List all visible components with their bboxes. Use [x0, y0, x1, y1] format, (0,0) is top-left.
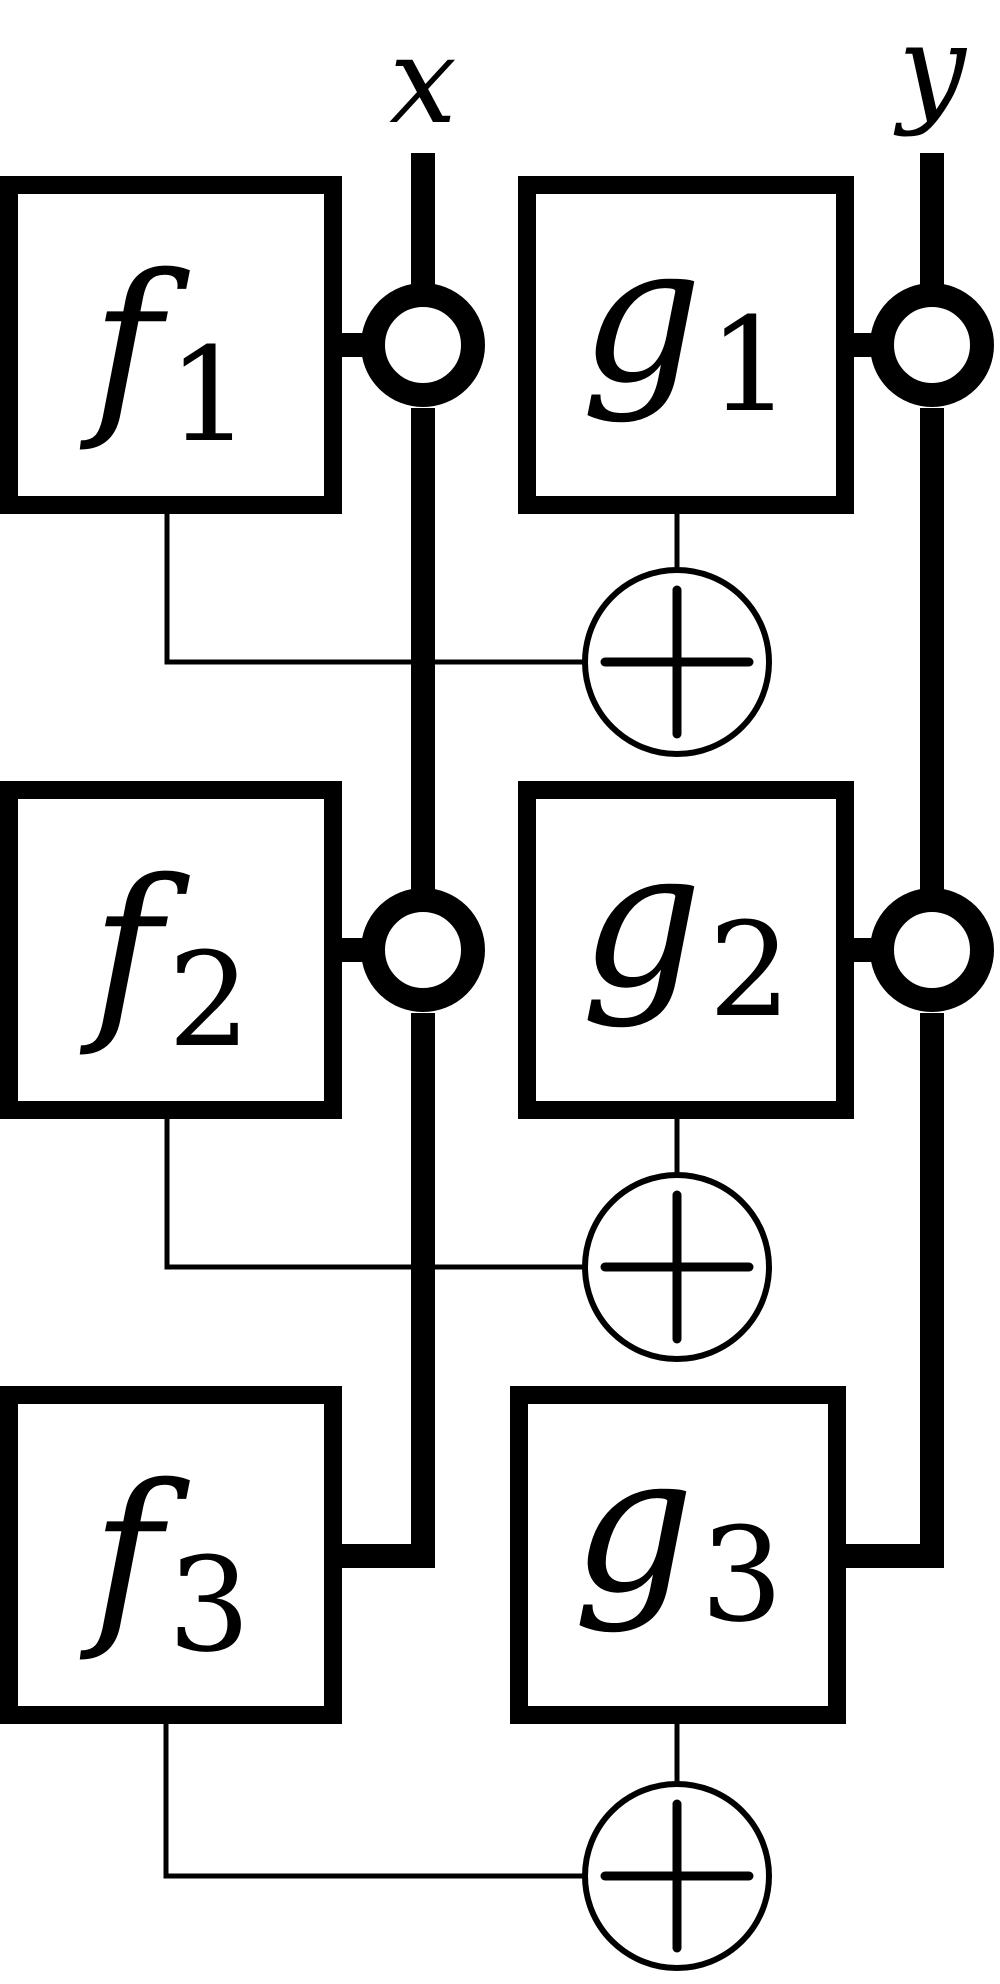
blocks — [0, 176, 854, 1724]
x-wire-bottom — [330, 1013, 435, 1568]
y-wire — [840, 153, 944, 1568]
block-g1-base: g — [581, 204, 703, 425]
block-g3-sub: 3 — [700, 1499, 783, 1651]
block-g1-sub: 1 — [708, 289, 791, 441]
block-g2-sub: 2 — [708, 894, 791, 1046]
wire-f2-to-sum-2 — [164, 1110, 583, 1270]
block-g3-base: g — [573, 1414, 695, 1635]
summing-wires — [163, 505, 680, 1879]
wire-f3-to-sum-3 — [163, 1715, 583, 1879]
block-f3 — [0, 1386, 342, 1724]
wire-f1-to-sum-1 — [164, 505, 583, 665]
block-g3 — [510, 1386, 846, 1724]
block-f2-sub: 2 — [168, 924, 251, 1076]
copy-node-x-1 — [361, 283, 485, 407]
sum-node-2 — [582, 1172, 772, 1362]
sum-node-1 — [582, 567, 772, 757]
block-f3-sub: 3 — [168, 1529, 251, 1681]
copy-node-y-2 — [870, 888, 994, 1012]
block-g2-base: g — [581, 809, 703, 1030]
copy-node-y-1 — [870, 283, 994, 407]
input-label-x: x — [389, 12, 457, 151]
block-g2-label: g2 — [581, 809, 791, 1046]
block-g1 — [518, 176, 854, 514]
copy-nodes — [361, 283, 994, 1012]
sum-node-3 — [582, 1781, 772, 1971]
block-g2 — [518, 781, 854, 1119]
block-f1-sub: 1 — [168, 319, 251, 471]
block-g1-label: g1 — [581, 204, 791, 441]
copy-node-x-2 — [361, 888, 485, 1012]
x-wire — [330, 153, 435, 1568]
y-wire-bottom — [840, 1013, 944, 1568]
block-g3-label: g3 — [573, 1414, 783, 1651]
sum-nodes — [582, 567, 772, 1971]
block-f2 — [0, 781, 342, 1119]
block-f1 — [0, 176, 342, 514]
input-label-y: y — [893, 0, 968, 139]
